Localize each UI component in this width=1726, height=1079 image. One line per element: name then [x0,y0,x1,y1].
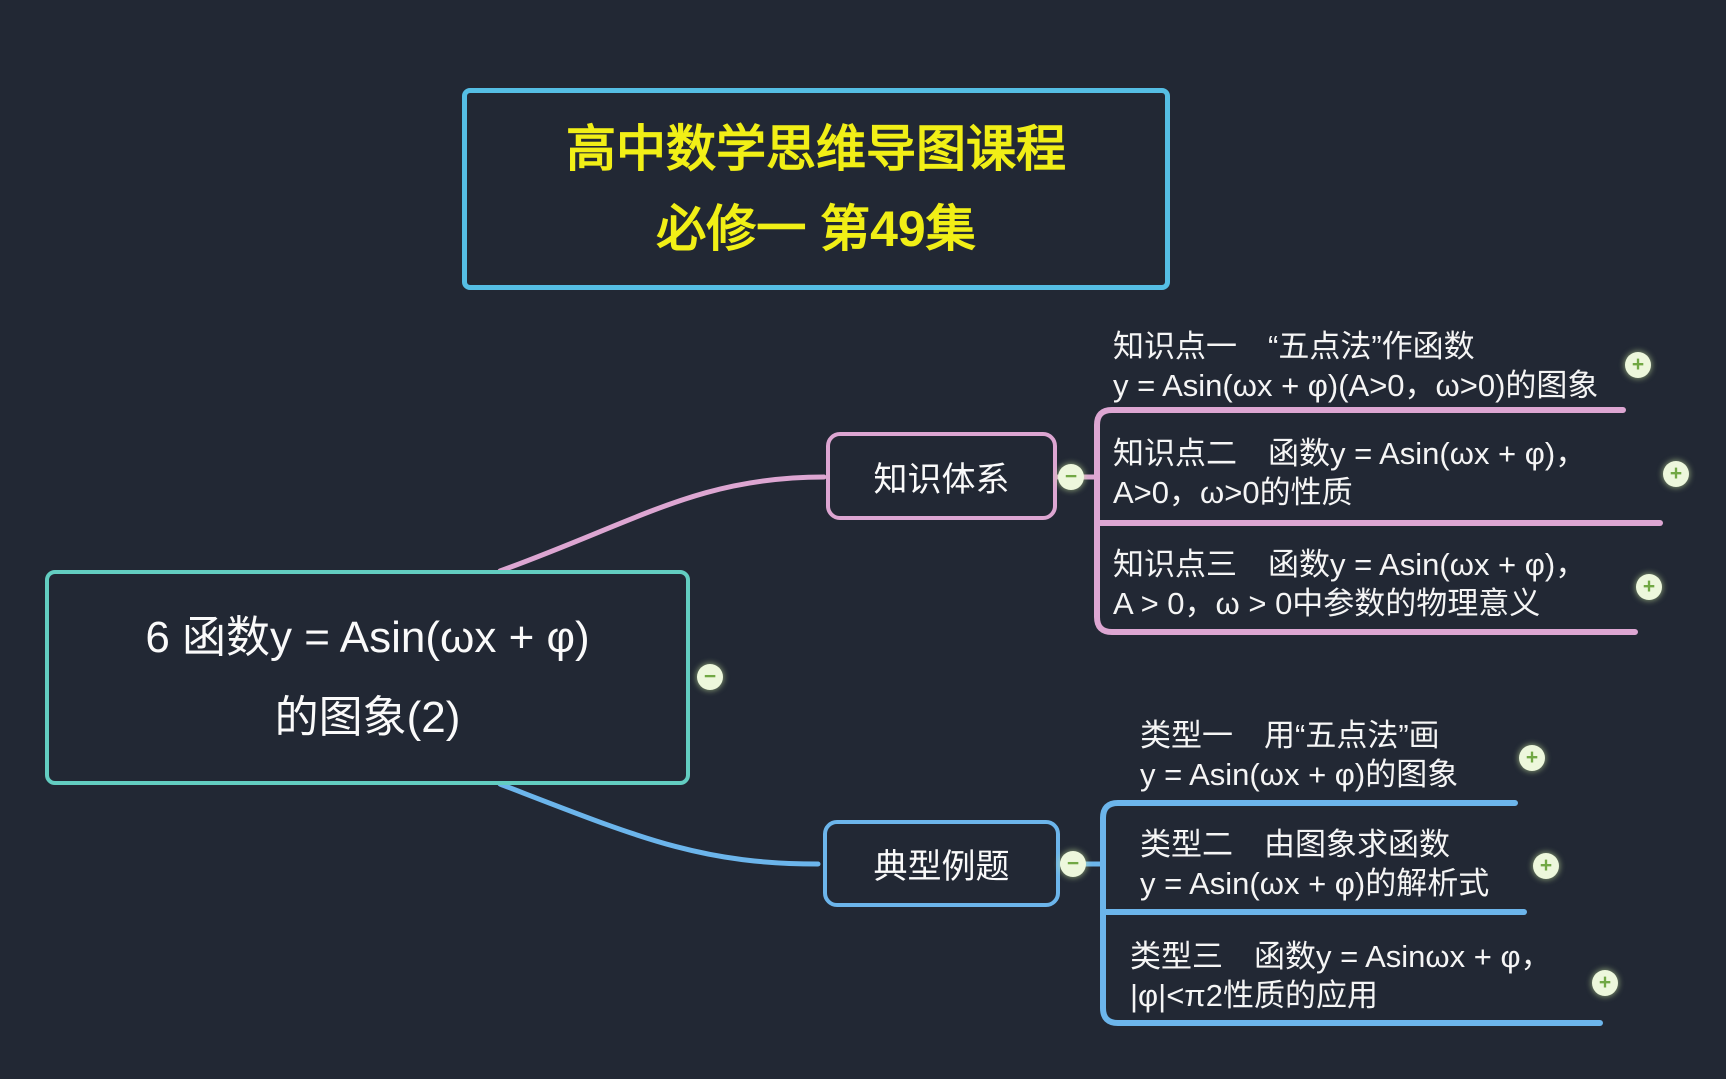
expand-icon-example-1[interactable]: + [1519,745,1545,771]
curve-root-to-examples [497,781,821,867]
expand-icon-example-2[interactable]: + [1533,853,1559,879]
expand-icon-knowledge-3[interactable]: + [1636,574,1662,600]
subtopic-line2: A > 0，ω > 0中参数的物理意义 [1113,586,1541,621]
expand-icon-knowledge-1[interactable]: + [1625,352,1651,378]
subtopic-line2: y = Asin(ωx + φ)的解析式 [1140,866,1490,901]
subtopic-line1: 类型一 用“五点法”画 [1140,718,1440,753]
subtopic-knowledge-1[interactable]: 知识点一 “五点法”作函数 y = Asin(ωx + φ)(A>0，ω>0)的… [1113,327,1598,405]
collapse-icon-examples-branch[interactable]: − [1060,851,1086,877]
branch-knowledge-label: 知识体系 [873,460,1010,499]
course-title-node: 高中数学思维导图课程 必修一 第49集 [462,88,1170,290]
course-title-line2: 必修一 第49集 [656,201,976,257]
subtopic-line1: 知识点二 函数y = Asin(ωx + φ)， [1113,436,1587,471]
expand-icon-example-3[interactable]: + [1592,970,1618,996]
collapse-icon-knowledge-branch[interactable]: − [1058,464,1084,490]
subtopic-example-3[interactable]: 类型三 函数y = Asinωx + φ， |φ|<π2性质的应用 [1130,937,1552,1015]
subtopic-example-1[interactable]: 类型一 用“五点法”画 y = Asin(ωx + φ)的图象 [1140,716,1458,794]
subtopic-knowledge-2[interactable]: 知识点二 函数y = Asin(ωx + φ)， A>0，ω>0的性质 [1113,434,1586,512]
subtopic-line1: 类型三 函数y = Asinωx + φ， [1130,939,1552,974]
course-title-line1: 高中数学思维导图课程 [566,121,1066,177]
branch-examples-label: 典型例题 [873,848,1010,886]
subtopic-line1: 知识点三 函数y = Asin(ωx + φ)， [1113,547,1587,582]
branch-node-examples[interactable]: 典型例题 [823,820,1060,907]
subtopic-line1: 类型二 由图象求函数 [1140,827,1450,862]
root-topic-node[interactable]: 6 函数y = Asin(ωx + φ) 的图象(2) [45,570,690,785]
expand-icon-knowledge-2[interactable]: + [1663,461,1689,487]
subtopic-knowledge-3[interactable]: 知识点三 函数y = Asin(ωx + φ)， A > 0，ω > 0中参数的… [1113,545,1586,623]
subtopic-line2: |φ|<π2性质的应用 [1130,978,1378,1013]
root-topic-line2: 的图象(2) [274,692,461,742]
curve-root-to-knowledge [497,474,827,574]
subtopic-line2: y = Asin(ωx + φ)(A>0，ω>0)的图象 [1113,368,1599,403]
root-topic-line1: 6 函数y = Asin(ωx + φ) [145,612,590,662]
subtopic-line2: A>0，ω>0的性质 [1113,475,1353,510]
subtopic-line1: 知识点一 “五点法”作函数 [1113,329,1475,364]
branch-node-knowledge[interactable]: 知识体系 [826,432,1057,520]
subtopic-line2: y = Asin(ωx + φ)的图象 [1140,757,1459,792]
collapse-icon-root[interactable]: − [697,664,723,690]
subtopic-example-2[interactable]: 类型二 由图象求函数 y = Asin(ωx + φ)的解析式 [1140,825,1489,903]
